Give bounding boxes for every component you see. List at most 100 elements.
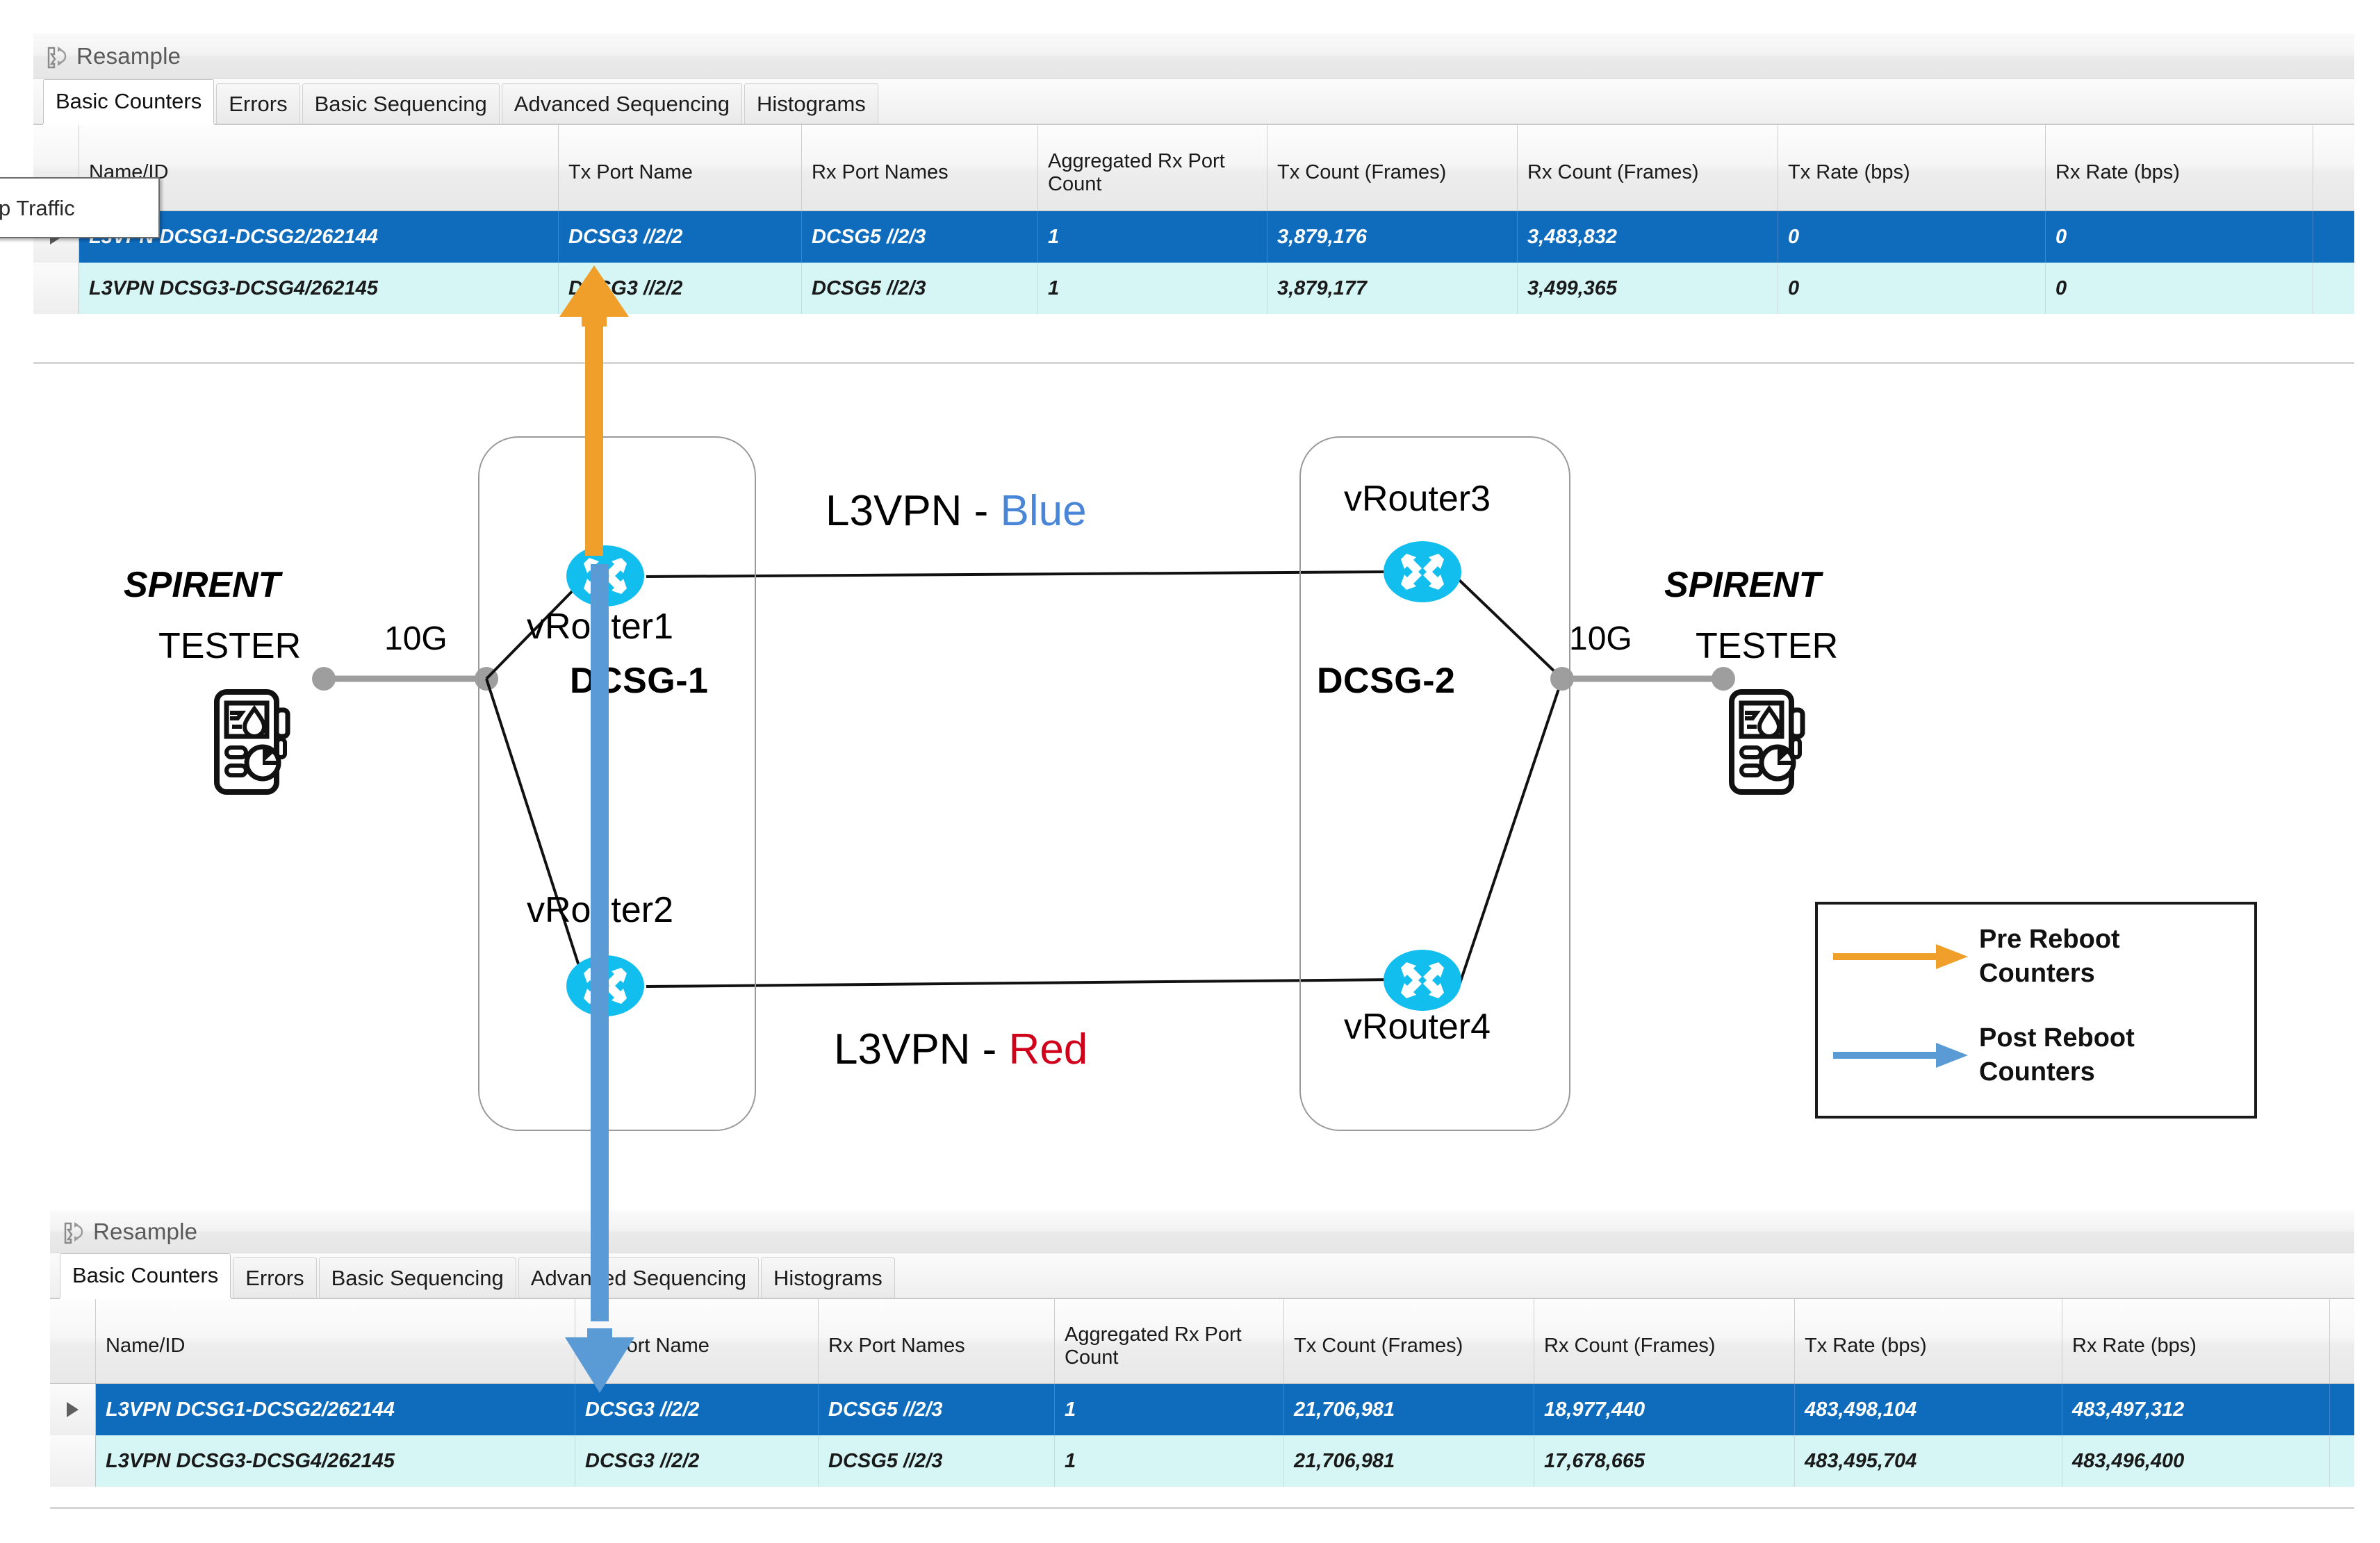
router-icon	[1384, 541, 1461, 602]
col-header-name-id[interactable]: Name/ID	[96, 1299, 575, 1383]
tab-histograms[interactable]: Histograms	[761, 1257, 895, 1298]
tab-basic-counters[interactable]: Basic Counters	[60, 1253, 231, 1298]
top-toolbar: Resample	[33, 33, 2354, 79]
cell-tx-count-frames: 3,879,177	[1267, 263, 1518, 314]
legend-label-post-reboot: Post Reboot Counters	[1979, 1023, 2135, 1087]
network-diagram: DCSG-1 DCSG-2 vRouter1 vRou	[0, 375, 2380, 1202]
router-vrouter2-label: vRouter2	[527, 890, 673, 930]
arrow-right-icon	[1833, 943, 1968, 969]
row-expander-toggle[interactable]	[50, 1384, 96, 1435]
router-icon	[566, 545, 644, 607]
tab-histograms[interactable]: Histograms	[744, 83, 878, 124]
spirent-tester-icon	[214, 689, 290, 795]
router-vrouter3[interactable]	[1381, 540, 1463, 604]
right-link-speed-label: 10G	[1569, 620, 1632, 657]
legend-label-pre-reboot: Pre Reboot Counters	[1979, 925, 2120, 988]
stop-traffic-button[interactable]: p Traffic	[0, 177, 160, 238]
col-header-rx-rate-bps[interactable]: Rx Rate (bps)	[2062, 1299, 2330, 1383]
router-vrouter2[interactable]	[564, 954, 646, 1018]
cell-rx-port-names: DCSG5 //2/3	[819, 1384, 1055, 1435]
vpn-blue-name: Blue	[1000, 487, 1087, 535]
router-icon	[1384, 950, 1461, 1011]
cell-tx-port-name: DCSG3 //2/2	[575, 1384, 819, 1435]
cell-name-id: L3VPN DCSG1-DCSG2/262144	[96, 1384, 575, 1435]
top-grid-header: Name/ID Tx Port Name Rx Port Names Aggre…	[33, 125, 2354, 211]
cell-name-id: L3VPN DCSG3-DCSG4/262145	[79, 263, 559, 314]
cell-aggregated-rx-port-count: 1	[1055, 1384, 1284, 1435]
router-vrouter4[interactable]	[1381, 948, 1463, 1012]
table-row[interactable]: L3VPN DCSG1-DCSG2/262144 DCSG3 //2/2 DCS…	[33, 211, 2354, 263]
cell-tx-port-name: DCSG3 //2/2	[575, 1435, 819, 1487]
bottom-results-panel: Resample Basic Counters Errors Basic Seq…	[50, 1210, 2354, 1509]
vpn-red-name: Red	[1008, 1025, 1088, 1073]
vpn-blue-prefix: L3VPN -	[826, 487, 1001, 535]
cell-rx-count-frames: 17,678,665	[1534, 1435, 1795, 1487]
cell-tx-port-name: DCSG3 //2/2	[559, 211, 802, 263]
left-tester-subtitle: TESTER	[158, 626, 302, 666]
cell-rx-port-names: DCSG5 //2/3	[802, 211, 1038, 263]
header-expander-spacer	[50, 1299, 96, 1383]
cell-tx-rate-bps: 483,498,104	[1795, 1384, 2062, 1435]
tab-advanced-sequencing[interactable]: Advanced Sequencing	[501, 83, 743, 124]
col-header-rx-count-frames[interactable]: Rx Count (Frames)	[1518, 125, 1778, 211]
right-spirent-tester[interactable]	[1723, 686, 1814, 798]
col-header-tx-rate-bps[interactable]: Tx Rate (bps)	[1778, 125, 2046, 211]
resample-icon	[46, 44, 69, 69]
dcsg-1-group-box	[478, 436, 756, 1131]
spirent-tester-icon	[1729, 689, 1805, 795]
cell-rx-rate-bps: 0	[2046, 263, 2313, 314]
row-expander-toggle[interactable]	[50, 1435, 96, 1487]
cell-aggregated-rx-port-count: 1	[1055, 1435, 1284, 1487]
bottom-grid-header: Name/ID Tx Port Name Rx Port Names Aggre…	[50, 1299, 2354, 1384]
router-vrouter1[interactable]	[564, 544, 646, 608]
col-header-tx-count-frames[interactable]: Tx Count (Frames)	[1284, 1299, 1534, 1383]
left-link-speed-label: 10G	[384, 620, 448, 657]
stop-traffic-label: p Traffic	[0, 196, 75, 220]
tab-basic-sequencing[interactable]: Basic Sequencing	[318, 1257, 516, 1298]
col-header-aggregated-rx-port-count[interactable]: Aggregated Rx Port Count	[1055, 1299, 1284, 1383]
cell-tx-rate-bps: 483,495,704	[1795, 1435, 2062, 1487]
top-panel-bottom-edge	[33, 362, 2354, 364]
tab-advanced-sequencing[interactable]: Advanced Sequencing	[518, 1257, 760, 1298]
router-vrouter4-label: vRouter4	[1344, 1007, 1491, 1047]
bottom-tabstrip: Basic Counters Errors Basic Sequencing A…	[50, 1253, 2354, 1299]
vpn-link-label-blue: L3VPN - Blue	[826, 486, 1087, 536]
cell-name-id: L3VPN DCSG3-DCSG4/262145	[96, 1435, 575, 1487]
col-header-rx-port-names[interactable]: Rx Port Names	[819, 1299, 1055, 1383]
dcsg-2-group-box	[1299, 436, 1570, 1131]
cell-tx-port-name: DCSG3 //2/2	[559, 263, 802, 314]
tab-errors[interactable]: Errors	[233, 1257, 317, 1298]
cell-rx-count-frames: 3,483,832	[1518, 211, 1778, 263]
tab-errors[interactable]: Errors	[216, 83, 300, 124]
col-header-tx-port-name[interactable]: Tx Port Name	[575, 1299, 819, 1383]
arrow-right-icon	[1833, 1042, 1968, 1068]
col-header-rx-port-names[interactable]: Rx Port Names	[802, 125, 1038, 211]
legend-item-post-reboot: Post Reboot Counters	[1832, 1021, 2249, 1089]
table-row[interactable]: L3VPN DCSG3-DCSG4/262145 DCSG3 //2/2 DCS…	[33, 263, 2354, 314]
col-header-rx-rate-bps[interactable]: Rx Rate (bps)	[2046, 125, 2313, 211]
bottom-resample-button[interactable]: Resample	[50, 1219, 197, 1245]
cell-tx-count-frames: 21,706,981	[1284, 1384, 1534, 1435]
tab-basic-sequencing[interactable]: Basic Sequencing	[302, 83, 500, 124]
left-spirent-tester[interactable]	[208, 686, 299, 798]
right-tester-title: SPIRENT	[1664, 565, 1821, 605]
top-resample-button[interactable]: Resample	[33, 43, 181, 69]
cell-tx-count-frames: 3,879,176	[1267, 211, 1518, 263]
vpn-link-label-red: L3VPN - Red	[834, 1025, 1088, 1074]
router-vrouter3-label: vRouter3	[1344, 479, 1491, 519]
table-row[interactable]: L3VPN DCSG3-DCSG4/262145 DCSG3 //2/2 DCS…	[50, 1435, 2354, 1487]
col-header-aggregated-rx-port-count[interactable]: Aggregated Rx Port Count	[1038, 125, 1267, 211]
col-header-rx-count-frames[interactable]: Rx Count (Frames)	[1534, 1299, 1795, 1383]
legend-item-pre-reboot: Pre Reboot Counters	[1832, 923, 2249, 990]
col-header-tx-count-frames[interactable]: Tx Count (Frames)	[1267, 125, 1518, 211]
table-row[interactable]: L3VPN DCSG1-DCSG2/262144 DCSG3 //2/2 DCS…	[50, 1384, 2354, 1435]
col-header-tx-port-name[interactable]: Tx Port Name	[559, 125, 802, 211]
top-tabstrip: Basic Counters Errors Basic Sequencing A…	[33, 79, 2354, 125]
col-header-tx-rate-bps[interactable]: Tx Rate (bps)	[1795, 1299, 2062, 1383]
row-expander-toggle[interactable]	[33, 263, 79, 314]
vpn-red-prefix: L3VPN -	[834, 1025, 1009, 1073]
tab-basic-counters[interactable]: Basic Counters	[43, 79, 215, 124]
top-resample-label: Resample	[76, 42, 181, 69]
bottom-panel-bottom-edge	[50, 1507, 2354, 1509]
